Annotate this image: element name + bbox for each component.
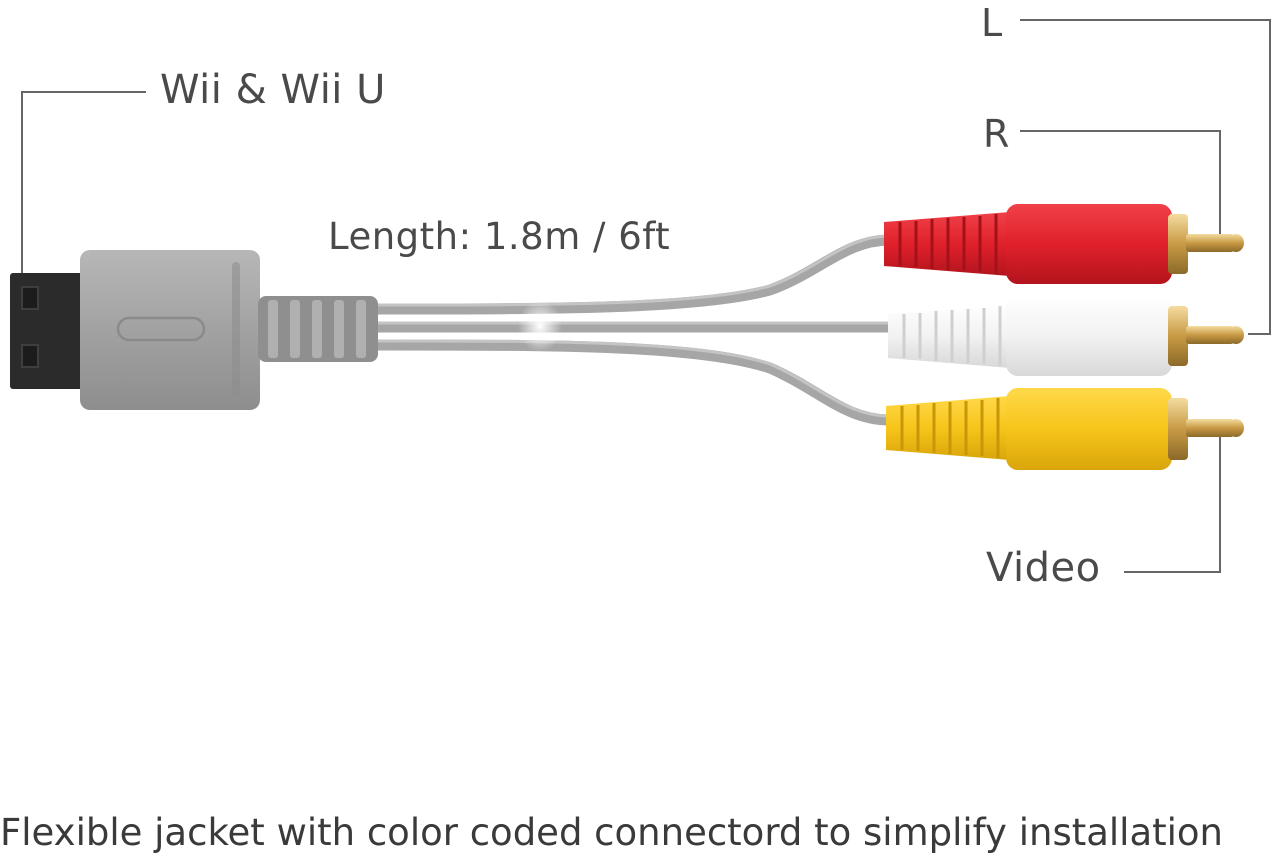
cable-yellow — [364, 339, 896, 426]
rca-plug-white — [888, 296, 1244, 376]
leader-line-console — [21, 91, 146, 278]
rca-plug-yellow — [886, 388, 1244, 470]
leader-line-left — [1020, 19, 1271, 335]
cable-highlight — [518, 300, 562, 352]
leader-line-video — [1124, 432, 1221, 573]
wii-av-plug — [10, 250, 378, 410]
video-label: Video — [986, 545, 1101, 591]
length-label: Length: 1.8m / 6ft — [328, 215, 671, 258]
leader-lines — [21, 19, 1271, 573]
cables — [364, 234, 896, 426]
right-audio-label: R — [983, 112, 1010, 156]
cable-red — [364, 234, 896, 315]
console-label: Wii & Wii U — [160, 67, 386, 113]
left-audio-label: L — [981, 1, 1003, 45]
plug-housing — [80, 250, 260, 410]
strain-relief — [258, 296, 378, 362]
leader-line-right — [1020, 130, 1221, 244]
rca-plug-red — [884, 204, 1244, 284]
caption-text: Flexible jacket with color coded connect… — [0, 811, 1224, 854]
